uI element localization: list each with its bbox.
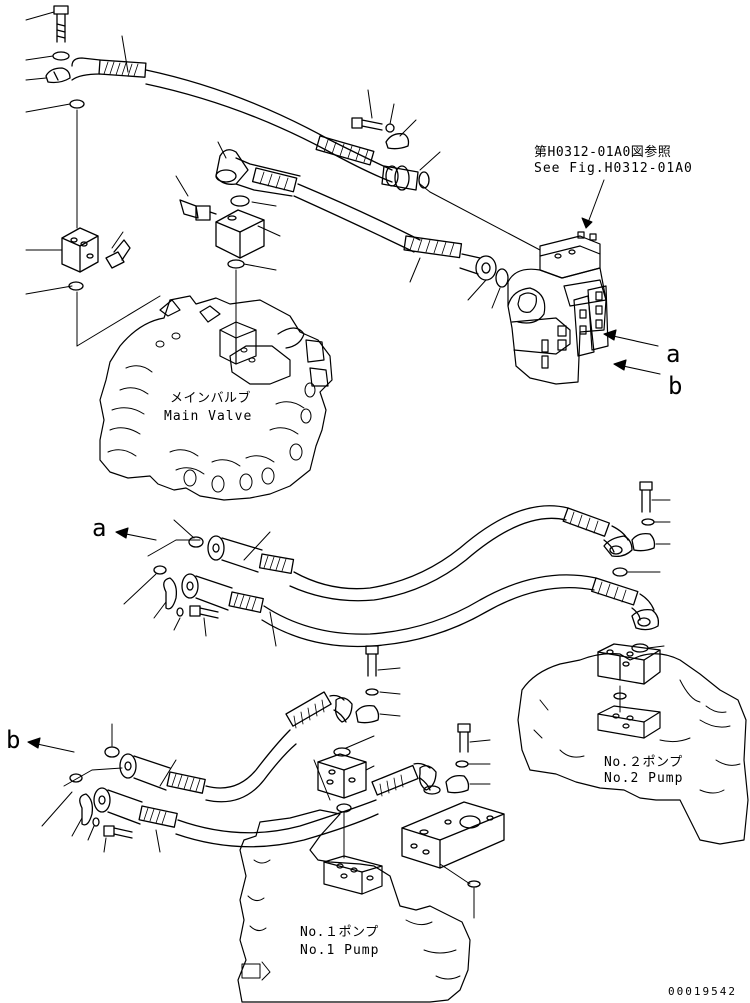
control-valve-unit (507, 231, 609, 385)
pump1-label-jp: No.１ポンプ (300, 925, 379, 940)
pump1-oring-mid (336, 803, 352, 813)
pump2-label-en: No.2 Pump (604, 771, 684, 786)
a-guide-line (147, 539, 201, 557)
top-left-split-flange (45, 67, 71, 84)
pipe-b-second-bolt (445, 723, 471, 794)
marker-b-right: b (668, 372, 683, 400)
pump1-upper-block (317, 753, 367, 799)
pipe-a-left-flange-parts (153, 565, 219, 619)
pump2-lower-oring (613, 692, 627, 700)
pipe-b-upper-from-pump2 (181, 573, 660, 648)
main-valve-body (99, 295, 333, 501)
main-valve-label-jp: メインバルブ (170, 391, 252, 406)
pump2-body (517, 653, 749, 845)
pipe-b-second-leaders (155, 739, 491, 853)
pump1-body (237, 809, 471, 1003)
pump1-block-leaders (313, 735, 475, 919)
marker-b-left: b (6, 726, 21, 754)
left-block-oring (68, 281, 84, 291)
junction-block-left (61, 227, 99, 273)
b-guide-line (63, 767, 123, 787)
reference-label-jp: 第H0312-01A0図参照 (534, 145, 672, 160)
pipe-b-lower (119, 691, 353, 803)
upper-tube-assembly (71, 57, 393, 183)
block-oring-top (230, 195, 250, 207)
arrow-a-right (603, 329, 659, 347)
pump1-large-block (401, 801, 505, 869)
pump2-oring-upper (612, 567, 628, 577)
pipe-b-lower-leaders (159, 667, 401, 787)
top-left-oring (69, 99, 85, 109)
top-left-leaders (25, 11, 129, 295)
pump1-lower-oring (467, 880, 481, 888)
marker-a-left: a (92, 514, 107, 542)
pipe-b-left-flange-parts (69, 773, 133, 839)
main-valve-label-en: Main Valve (164, 409, 253, 424)
middle-tube-leaders (175, 141, 501, 309)
unit-reference-arrow (419, 179, 605, 251)
upper-bolt-2 (351, 117, 410, 150)
pipe-a-right-bolt (631, 481, 656, 552)
a-oring (188, 536, 204, 548)
arrow-b-right (613, 359, 661, 375)
pump1-oring-top (333, 747, 351, 757)
pipe-b-lower-bolt (355, 645, 380, 724)
pump2-upper-block (597, 643, 661, 685)
top-left-washer (52, 51, 70, 61)
pipe-b-lower-second (93, 762, 437, 848)
b-oring-1 (104, 746, 120, 758)
pipe-a-left-leaders (123, 573, 207, 637)
block-oring-bottom (227, 259, 245, 269)
a-oring-leader (173, 519, 195, 539)
pump2-upper-leaders (269, 571, 661, 647)
arrow-a-left (115, 527, 157, 541)
drawing-number: 00019542 (668, 985, 737, 998)
top-left-bolt (53, 5, 69, 43)
upper-mid-leaders (367, 89, 441, 171)
junction-leaders (243, 201, 281, 271)
pressure-sensor (179, 199, 217, 221)
pump2-label-jp: No.２ポンプ (604, 755, 683, 770)
pump1-label-en: No.1 Pump (300, 943, 380, 958)
pipe-b-left-leaders (41, 791, 107, 853)
left-sensor (105, 239, 131, 269)
assembly-guides-left (76, 109, 237, 347)
pump1-large-block-oring (423, 785, 441, 795)
reference-label-en: See Fig.H0312-01A0 (534, 161, 693, 176)
arrow-b-left (27, 737, 75, 753)
junction-block-upper (215, 209, 265, 259)
pipe-a-right-leaders (243, 499, 671, 561)
marker-a-right: a (666, 340, 681, 368)
pipe-a-upper (207, 505, 633, 602)
upper-tube-right-flange (315, 135, 430, 191)
